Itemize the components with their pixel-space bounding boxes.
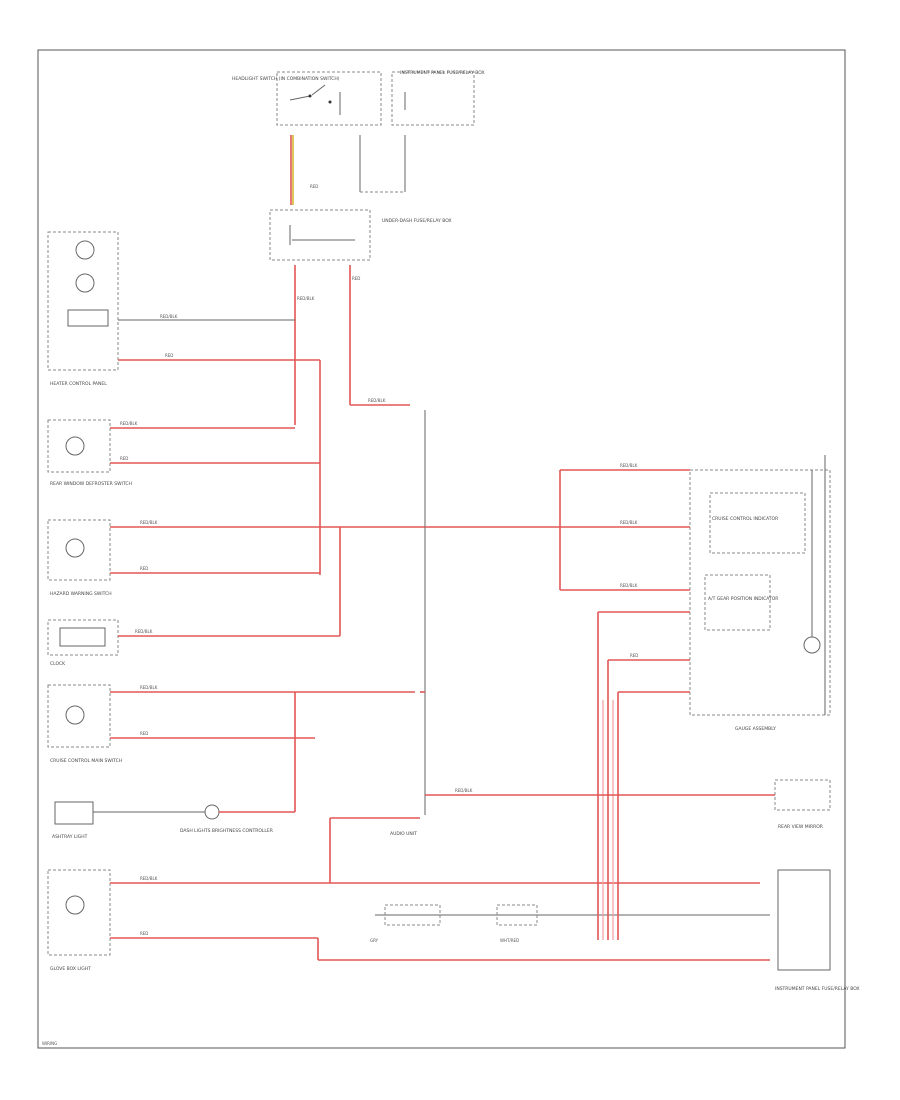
wire-label-bot2: WHT/RED: [500, 938, 519, 943]
glove-box-light: GLOVE BOX LIGHT: [47, 869, 111, 972]
wire-label-feed-b: RED: [352, 276, 360, 281]
wire-label-g1: RED/BLK: [620, 463, 638, 468]
wire-label-cc1: RED/BLK: [140, 685, 158, 690]
center-connector-label: AUDIO UNIT: [390, 831, 417, 837]
wire-label-clk: RED/BLK: [135, 629, 153, 634]
instrument-panel-block: INSTRUMENT PANEL FUSE/RELAY BOX: [391, 70, 485, 126]
glove-box-label: GLOVE BOX LIGHT: [50, 966, 91, 972]
right-bottom-component: INSTRUMENT PANEL FUSE/RELAY BOX: [775, 869, 860, 992]
headlight-switch-label: HEADLIGHT SWITCH (IN COMBINATION SWITCH): [232, 76, 340, 82]
gauge-assembly: GAUGE ASSEMBLY CRUISE CONTROL INDICATOR …: [689, 455, 831, 732]
hazard-switch-label: HAZARD WARNING SWITCH: [50, 591, 112, 597]
wire-label-r1: RED/BLK: [120, 421, 138, 426]
clock: CLOCK: [47, 619, 119, 667]
shift-indicator-label: A/T GEAR POSITION INDICATOR: [708, 596, 778, 602]
diagram-frame: [37, 49, 846, 1049]
wire-label-g2: RED/BLK: [620, 520, 638, 525]
clock-label: CLOCK: [50, 661, 66, 667]
dash-rheostat-label: DASH LIGHTS BRIGHTNESS CONTROLLER: [180, 828, 273, 834]
cruise-switch-label: CRUISE CONTROL MAIN SWITCH: [50, 758, 122, 764]
fuse-box-label: UNDER-DASH FUSE/RELAY BOX: [382, 218, 452, 224]
wire-label-g4: RED: [630, 653, 638, 658]
wire-label-g3: RED/BLK: [620, 583, 638, 588]
wire-label-top: RED: [310, 184, 318, 189]
ashtray-light-label: ASHTRAY LIGHT: [52, 834, 88, 840]
wire-label-feed-a: RED/BLK: [297, 296, 315, 301]
instrument-panel-label: INSTRUMENT PANEL FUSE/RELAY BOX: [400, 70, 485, 76]
rear-defroster-switch: REAR WINDOW DEFROSTER SWITCH: [47, 419, 132, 487]
mirror-label: REAR VIEW MIRROR: [778, 824, 823, 830]
wire-label-cc2: RED: [140, 731, 148, 736]
gauge-assembly-label: GAUGE ASSEMBLY: [735, 726, 776, 732]
headlight-switch-block: HEADLIGHT SWITCH (IN COMBINATION SWITCH): [232, 71, 382, 126]
cruise-indicator-label: CRUISE CONTROL INDICATOR: [712, 516, 778, 522]
heater-control-label: HEATER CONTROL PANEL: [50, 381, 107, 387]
wire-label-gb2: RED: [140, 931, 148, 936]
wire-label-gb1: RED/BLK: [140, 876, 158, 881]
wire-label-feed-c: RED/BLK: [368, 398, 386, 403]
wire-label-hz2: RED: [140, 566, 148, 571]
wire-label-bot1: GRY: [370, 938, 379, 943]
ashtray-light: ASHTRAY LIGHT: [52, 801, 94, 840]
rear-defroster-label: REAR WINDOW DEFROSTER SWITCH: [50, 481, 132, 487]
wire-label-h2: RED: [165, 353, 173, 358]
hazard-warning-switch: HAZARD WARNING SWITCH: [47, 519, 112, 597]
wire-label-h1: RED/BLK: [160, 314, 178, 319]
right-bottom-label: INSTRUMENT PANEL FUSE/RELAY BOX: [775, 986, 860, 992]
wire-label-m1: RED/BLK: [455, 788, 473, 793]
page-reference: WIRING: [42, 1041, 57, 1046]
heater-control-panel: HEATER CONTROL PANEL: [47, 231, 119, 387]
rear-view-mirror: REAR VIEW MIRROR: [774, 779, 831, 830]
cruise-control-switch: CRUISE CONTROL MAIN SWITCH: [47, 684, 122, 764]
wire-label-hz1: RED/BLK: [140, 520, 158, 525]
fuse-box: UNDER-DASH FUSE/RELAY BOX: [269, 209, 452, 261]
wire-label-r2: RED: [120, 456, 128, 461]
